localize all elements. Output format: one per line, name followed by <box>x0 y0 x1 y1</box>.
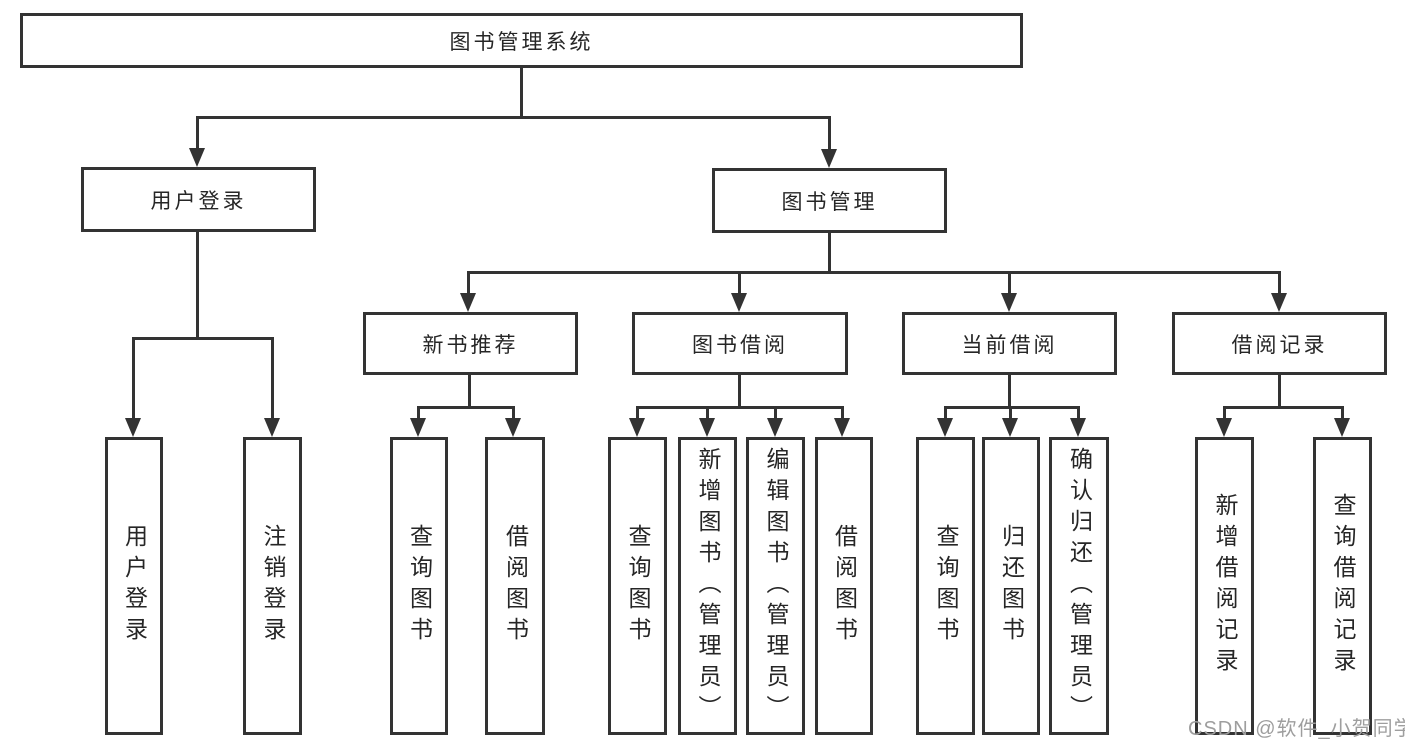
connector-line <box>132 337 135 419</box>
leaf-recommend-borrow-book: 借阅图书 <box>485 437 545 735</box>
connector-arrowhead <box>1002 418 1018 437</box>
node-root-system: 图书管理系统 <box>20 13 1023 68</box>
connector-line <box>1341 406 1344 419</box>
connector-line <box>1077 406 1080 419</box>
connector-line <box>467 271 470 294</box>
connector-line <box>1223 406 1343 409</box>
connector-line <box>196 232 199 337</box>
connector-arrowhead <box>1334 418 1350 437</box>
leaf-edit-book-admin: 编辑图书（管理员） <box>746 437 805 735</box>
connector-line <box>1278 271 1281 294</box>
node-label: 查询图书 <box>625 524 651 648</box>
connector-arrowhead <box>1001 293 1017 312</box>
node-label: 借阅记录 <box>1231 333 1328 357</box>
connector-line <box>828 233 831 271</box>
leaf-borrowing-query-book: 查询图书 <box>608 437 667 735</box>
node-label: 查询借阅记录 <box>1330 493 1356 679</box>
connector-arrowhead <box>937 418 953 437</box>
connector-line <box>944 406 947 419</box>
node-label: 查询图书 <box>406 524 433 648</box>
node-new-book-recommend: 新书推荐 <box>363 312 578 375</box>
leaf-recommend-query-book: 查询图书 <box>390 437 448 735</box>
connector-line <box>520 68 523 116</box>
node-label: 用户登录 <box>121 524 148 648</box>
node-current-borrowing: 当前借阅 <box>902 312 1117 375</box>
node-user-login-branch: 用户登录 <box>81 167 316 232</box>
connector-arrowhead <box>834 418 850 437</box>
node-label: 用户登录 <box>150 189 247 213</box>
connector-line <box>774 406 777 419</box>
leaf-borrowing-borrow-book: 借阅图书 <box>815 437 873 735</box>
connector-line <box>1223 406 1226 419</box>
node-label: 当前借阅 <box>961 333 1058 357</box>
connector-line <box>417 406 420 419</box>
connector-line <box>636 406 639 419</box>
connector-line <box>706 406 709 419</box>
connector-line <box>828 116 831 150</box>
connector-arrowhead <box>629 418 645 437</box>
connector-line <box>738 375 741 406</box>
connector-arrowhead <box>767 418 783 437</box>
connector-line <box>1008 271 1011 294</box>
connector-arrowhead <box>1271 293 1287 312</box>
connector-line <box>132 337 273 340</box>
connector-arrowhead <box>699 418 715 437</box>
node-label: 新增借阅记录 <box>1212 493 1238 679</box>
node-label: 图书借阅 <box>692 333 788 357</box>
connector-line <box>196 116 199 150</box>
node-label: 图书管理系统 <box>449 30 594 54</box>
node-label: 编辑图书（管理员） <box>763 446 789 726</box>
connector-line <box>1278 375 1281 406</box>
connector-arrowhead <box>505 418 521 437</box>
connector-line <box>271 337 274 419</box>
connector-line <box>468 375 471 406</box>
connector-arrowhead <box>731 293 747 312</box>
connector-arrowhead <box>125 418 141 437</box>
node-book-borrowing: 图书借阅 <box>632 312 848 375</box>
node-label: 借阅图书 <box>831 524 858 648</box>
csdn-watermark: CSDN @软件_小贺同学 <box>1188 718 1405 740</box>
node-book-management-branch: 图书管理 <box>712 168 947 233</box>
node-label: 注销登录 <box>260 524 286 648</box>
node-label: 新书推荐 <box>422 333 519 357</box>
connector-arrowhead <box>410 418 426 437</box>
node-label: 新增图书（管理员） <box>695 446 721 726</box>
leaf-current-query-book: 查询图书 <box>916 437 975 735</box>
node-label: 查询图书 <box>933 524 959 648</box>
connector-line <box>512 406 515 419</box>
node-label: 确认归还（管理员） <box>1066 446 1093 726</box>
connector-line <box>636 406 843 409</box>
connector-arrowhead <box>189 148 205 167</box>
leaf-add-book-admin: 新增图书（管理员） <box>678 437 737 735</box>
leaf-query-borrow-record: 查询借阅记录 <box>1313 437 1372 735</box>
connector-line <box>1009 406 1012 419</box>
connector-arrowhead <box>1216 418 1232 437</box>
node-label: 归还图书 <box>998 524 1025 648</box>
leaf-add-borrow-record: 新增借阅记录 <box>1195 437 1254 735</box>
connector-arrowhead <box>1070 418 1086 437</box>
node-label: 图书管理 <box>781 190 878 214</box>
connector-line <box>738 271 741 294</box>
connector-arrowhead <box>821 149 837 168</box>
leaf-logout: 注销登录 <box>243 437 302 735</box>
node-label: 借阅图书 <box>502 524 529 648</box>
leaf-user-login: 用户登录 <box>105 437 163 735</box>
connector-line <box>467 271 1281 274</box>
leaf-return-book: 归还图书 <box>982 437 1040 735</box>
connector-line <box>417 406 514 409</box>
connector-line <box>196 116 831 119</box>
connector-line <box>841 406 844 419</box>
leaf-confirm-return-admin: 确认归还（管理员） <box>1049 437 1109 735</box>
node-borrowing-records: 借阅记录 <box>1172 312 1387 375</box>
connector-arrowhead <box>460 293 476 312</box>
connector-arrowhead <box>264 418 280 437</box>
connector-line <box>1008 375 1011 406</box>
